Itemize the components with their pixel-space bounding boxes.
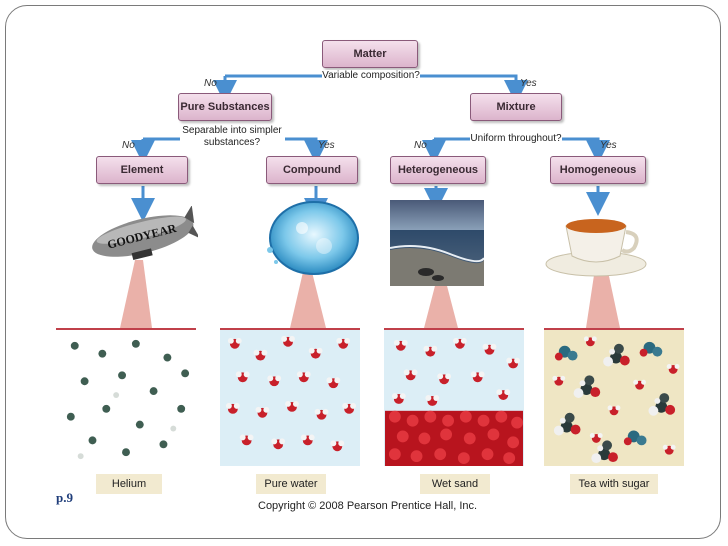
beach-photo: [390, 200, 484, 286]
water-splash-illustration: [267, 201, 359, 275]
node-compound: Compound: [266, 156, 358, 184]
node-homogeneous: Homogeneous: [550, 156, 646, 184]
helium-panel: [56, 328, 196, 466]
node-pure-substances: Pure Substances: [178, 93, 272, 121]
question-uniform: Uniform throughout?: [470, 133, 562, 145]
answer-no-3: No: [414, 140, 427, 151]
label-pure-water: Pure water: [256, 474, 326, 494]
node-heterogeneous: Heterogeneous: [390, 156, 486, 184]
node-element: Element: [96, 156, 188, 184]
label-tea-with-sugar: Tea with sugar: [570, 474, 658, 494]
question-separable-line1: Separable into simpler: [182, 125, 282, 136]
answer-yes-3: Yes: [600, 140, 617, 151]
blimp-illustration: GOODYEAR: [92, 206, 198, 261]
label-wet-sand: Wet sand: [420, 474, 490, 494]
question-separable: Separable into simpler substances?: [180, 125, 284, 149]
tea-cup-illustration: [545, 219, 647, 277]
answer-no-1: No: [204, 78, 217, 89]
wet-sand-panel: [384, 328, 524, 466]
answer-no-2: No: [122, 140, 135, 151]
page-number: p.9: [56, 490, 73, 505]
pure-water-panel: [220, 328, 360, 466]
answer-yes-1: Yes: [520, 78, 537, 89]
node-mixture: Mixture: [470, 93, 562, 121]
node-matter: Matter: [322, 40, 418, 68]
copyright-notice: Copyright © 2008 Pearson Prentice Hall, …: [258, 500, 478, 512]
answer-yes-2: Yes: [318, 140, 335, 151]
question-separable-line2: substances?: [203, 137, 261, 148]
question-variable-composition: Variable composition?: [322, 70, 420, 82]
tea-with-sugar-panel: [544, 328, 684, 466]
label-helium: Helium: [96, 474, 162, 494]
